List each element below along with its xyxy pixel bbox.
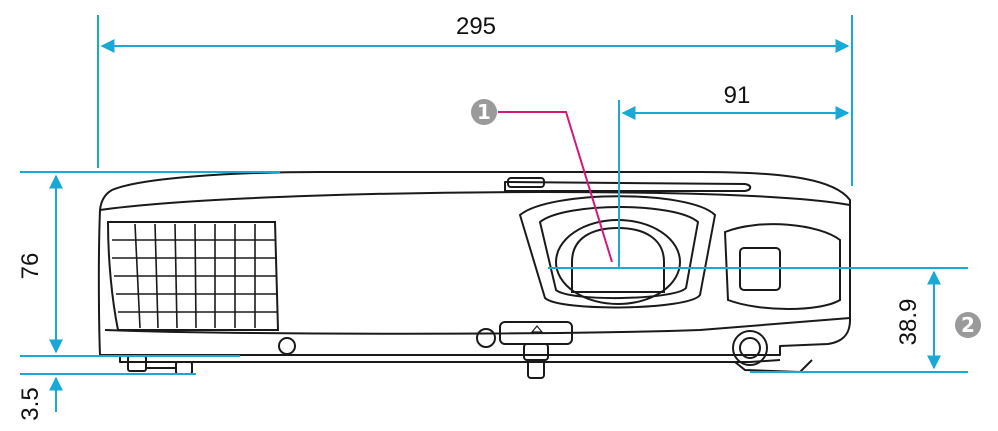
rear-foot-right — [175, 361, 193, 375]
right-foot-outer — [732, 330, 768, 366]
right-foot-inner — [739, 337, 761, 359]
foot-knob — [527, 359, 545, 379]
top-control-strip — [504, 181, 752, 192]
lens-bezel-outer — [518, 195, 717, 309]
callout-number-2: 2 — [961, 313, 975, 337]
lens-glass — [571, 226, 665, 293]
front-foot-assembly — [278, 321, 573, 379]
body-top-edge — [99, 191, 851, 211]
label-overall-width: 295 — [456, 13, 496, 40]
foot-stem — [523, 343, 549, 361]
lens-assembly — [518, 195, 717, 309]
right-panel-details — [723, 223, 841, 374]
vent-grille — [106, 221, 280, 331]
rear-foot — [127, 355, 193, 375]
top-slider-knob — [507, 177, 545, 188]
label-lens-offset: 91 — [724, 82, 751, 109]
bottom-base-edge — [119, 355, 781, 363]
callout-number-1: 1 — [477, 100, 491, 124]
callout-badge-1: 1 — [471, 99, 497, 125]
label-lens-center-height: 38.9 — [895, 299, 922, 346]
projector-body-outline — [97, 171, 851, 356]
projector-front-view — [97, 171, 851, 363]
callout-leader-line — [498, 111, 613, 263]
callout-badge-2: 2 — [955, 312, 981, 338]
front-button-right — [476, 328, 496, 348]
lower-front-edge — [104, 317, 851, 335]
dimension-lines — [20, 15, 968, 412]
vent-slats — [112, 223, 277, 329]
foot-lever-arrow — [530, 325, 544, 333]
rear-foot-left — [127, 355, 147, 372]
label-foot-height: 3.5 — [17, 387, 44, 420]
right-recess — [723, 223, 841, 310]
vent-frame — [106, 221, 280, 331]
label-height: 76 — [17, 253, 44, 280]
front-button-left — [278, 337, 296, 355]
